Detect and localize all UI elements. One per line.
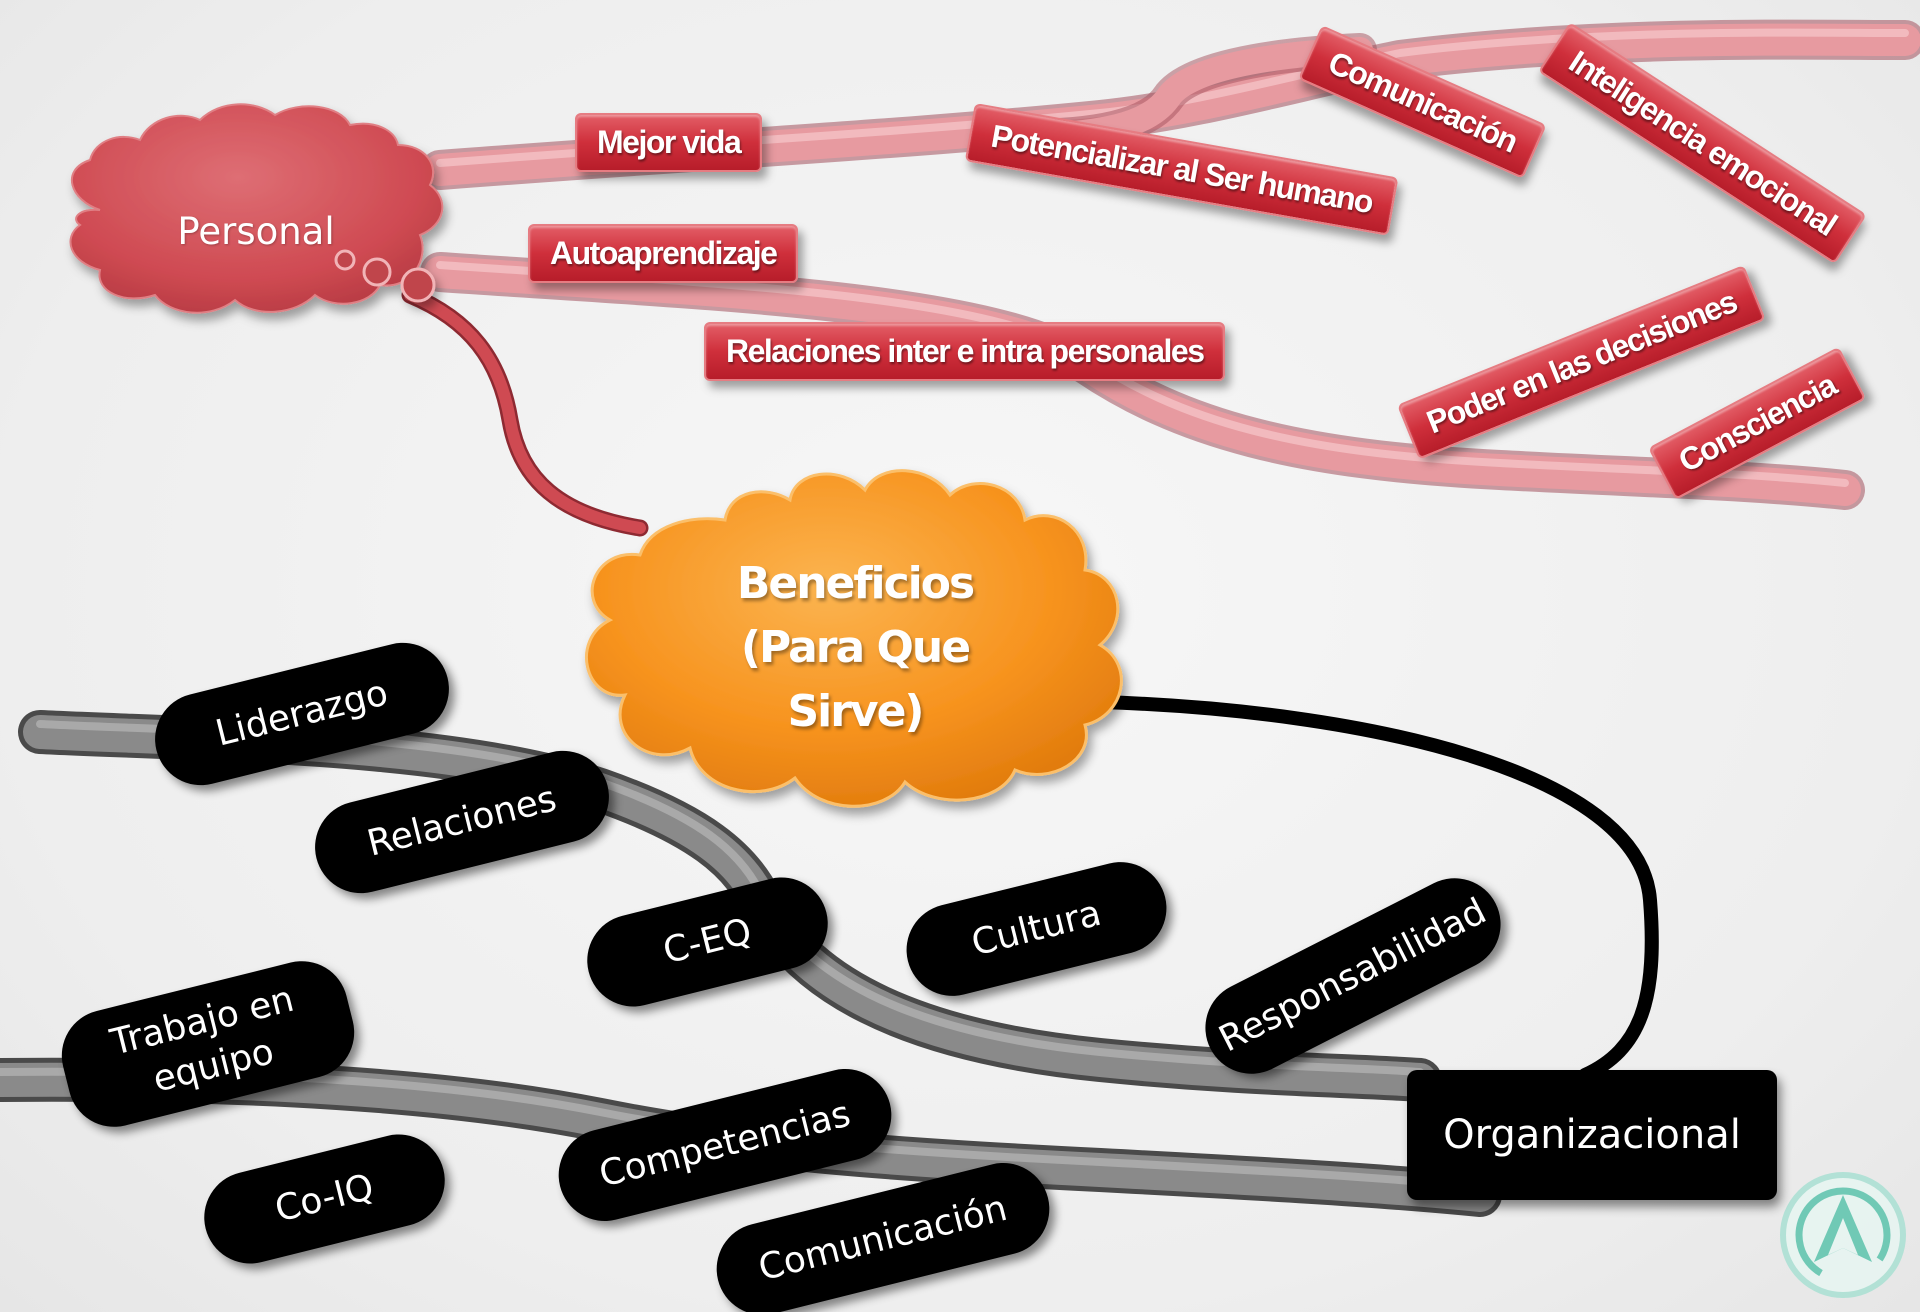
personal-node-label: Personal	[177, 210, 335, 253]
org-item-co-iq-label: Co-IQ	[271, 1166, 378, 1231]
org-item-c-eq-label: C-EQ	[659, 910, 756, 973]
organizational-node: Organizacional	[1407, 1070, 1777, 1200]
teal-triangle-logo-icon	[1780, 1172, 1906, 1298]
organizational-node-label: Organizacional	[1443, 1112, 1741, 1158]
personal-item-relaciones-inter-intra: Relaciones inter e intra personales	[704, 322, 1226, 381]
central-cloud	[585, 469, 1123, 808]
personal-cloud	[69, 103, 444, 314]
org-item-cultura-label: Cultura	[967, 892, 1106, 965]
org-item-liderazgo-label: Liderazgo	[211, 672, 393, 755]
personal-item-mejor-vida: Mejor vida	[575, 113, 763, 172]
central-node-label: Beneficios (Para Que Sirve)	[736, 558, 975, 737]
personal-item-autoaprendizaje: Autoaprendizaje	[528, 224, 799, 283]
